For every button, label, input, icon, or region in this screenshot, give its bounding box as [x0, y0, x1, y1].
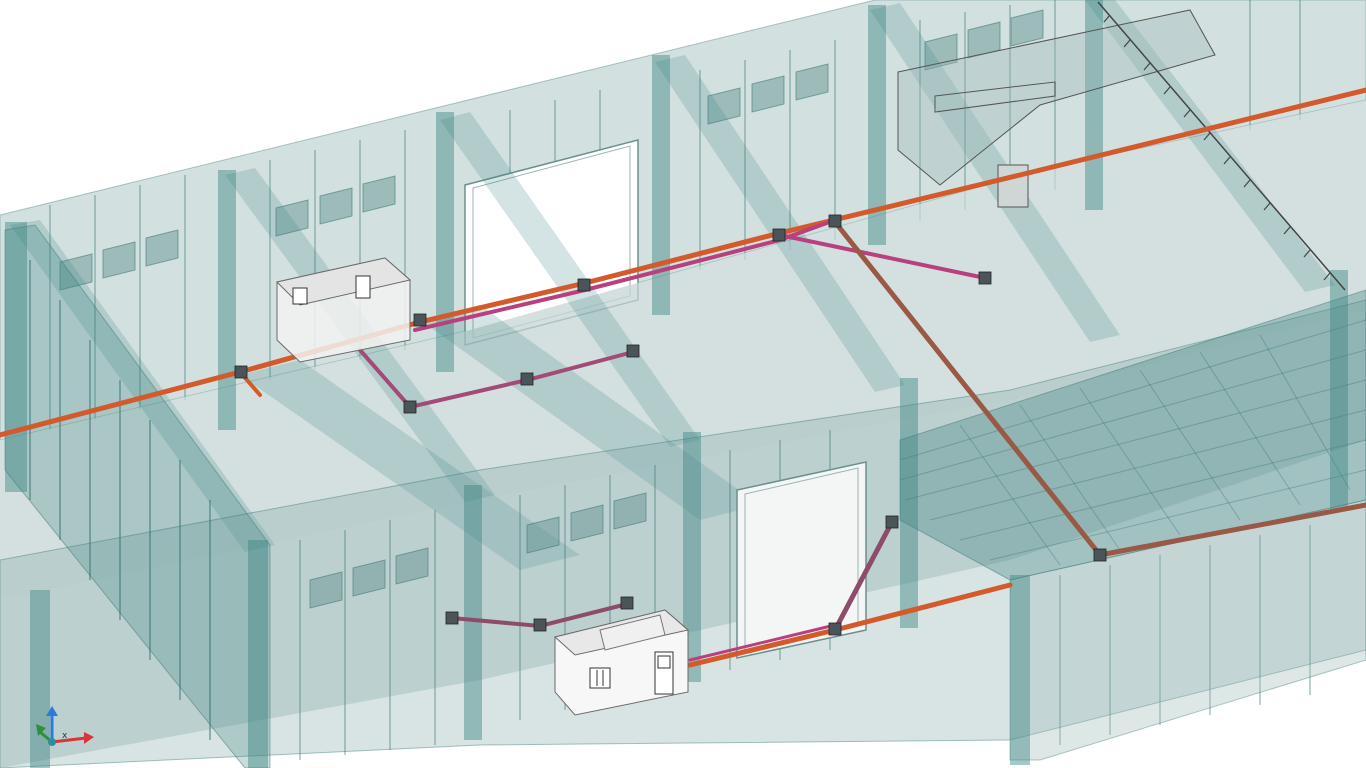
x-axis-label: x — [62, 731, 68, 741]
equipment-box-upper — [276, 257, 412, 363]
ahu-unit — [897, 1, 1346, 291]
branch-pipe-1 — [778, 233, 987, 280]
front-wall — [0, 299, 1366, 768]
ceiling-beams — [10, 0, 1335, 570]
curtain-wall-block — [899, 289, 1366, 761]
riser-pipe — [832, 519, 895, 633]
axis-triad-icon: x — [36, 706, 94, 746]
equipment-box-lower — [553, 609, 690, 716]
columns — [5, 0, 1348, 768]
branch-pipe-3 — [358, 348, 635, 410]
main-magenta-pipe — [413, 218, 837, 332]
floor-slab — [0, 100, 1366, 768]
front-magenta-pipe — [688, 623, 837, 662]
pipe-fittings — [234, 214, 1107, 636]
